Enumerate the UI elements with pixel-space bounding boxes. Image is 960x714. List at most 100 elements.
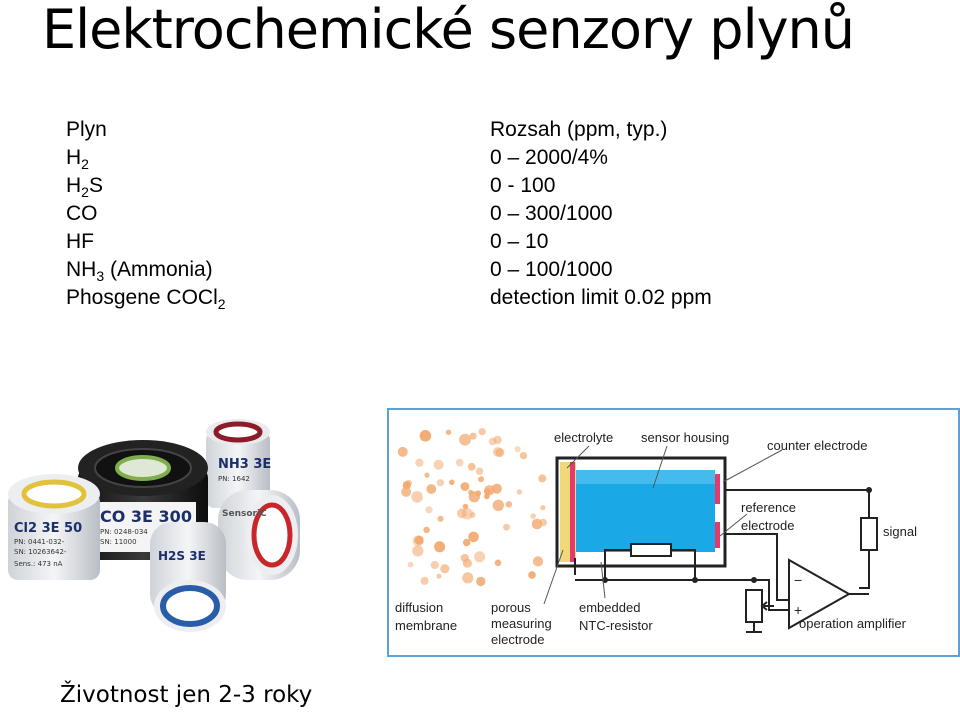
gas-molecule-dot <box>449 479 455 486</box>
gas-molecule-dot <box>528 571 536 579</box>
label-porous-line1: porous <box>491 600 531 615</box>
h2s-label: H2S 3E <box>158 549 206 563</box>
range-cell: 0 – 10 <box>490 230 549 253</box>
gas-molecule-dot <box>494 559 502 567</box>
gas-molecule-dot <box>492 499 504 511</box>
gas-molecule-dot <box>519 451 528 460</box>
cl2-pn: PN: 0441-032- <box>14 538 65 546</box>
gas-molecule-dot <box>434 541 446 553</box>
gas-molecule-dot <box>420 576 429 585</box>
label-porous-line3: electrode <box>491 632 544 647</box>
gas-molecule-dot <box>516 489 523 495</box>
gas-molecule-dot <box>462 503 469 510</box>
footer-note: Životnost jen 2-3 roky <box>60 682 313 708</box>
cl2-sn: SN: 10263642- <box>14 548 67 556</box>
gas-molecule-dot <box>478 428 486 436</box>
nh3-pn: PN: 1642 <box>218 475 250 483</box>
gas-molecule-dot <box>514 446 521 453</box>
gas-molecule-dot <box>436 573 442 579</box>
diagram-svg: − + electrolyte sensor housing counter e… <box>395 428 917 647</box>
gas-molecule-dot <box>455 458 464 467</box>
nh3-sensor: NH3 3E PN: 1642 <box>206 419 271 508</box>
range-cell: 0 – 100/1000 <box>490 258 613 281</box>
gas-molecule-dot <box>415 458 424 467</box>
gas-molecule-dot <box>414 535 424 545</box>
gas-cell: HF <box>66 230 94 253</box>
gas-molecule-dot <box>437 515 444 522</box>
gas-molecule-dot <box>468 531 479 543</box>
gas-molecule-dot <box>532 556 544 567</box>
signal-resistor <box>860 517 878 551</box>
gas-molecule-dot <box>475 467 484 475</box>
page-title: Elektrochemické senzory plynů <box>42 0 855 61</box>
gas-molecule-dot <box>411 491 423 503</box>
nh3-label: NH3 3E <box>218 457 271 472</box>
label-diffusion-line1: diffusion <box>395 600 443 615</box>
amp-minus: − <box>794 572 802 588</box>
gas-molecule-dot <box>468 491 480 503</box>
range-cell: 0 – 2000/4% <box>490 146 608 169</box>
gas-molecule-dot <box>412 545 424 557</box>
gas-molecule-dot <box>462 572 474 584</box>
gas-molecule-dot <box>402 481 411 490</box>
amp-plus: + <box>794 602 802 618</box>
label-operation-amplifier: operation amplifier <box>799 616 907 631</box>
label-signal: signal <box>883 524 917 539</box>
sensors-photo: NH3 3E PN: 1642 CO 3E 300 PN: 0248-034 S… <box>8 419 300 632</box>
ntc-resistor <box>630 543 672 557</box>
gas-cell: H2 <box>66 146 89 172</box>
gas-molecule-dot <box>461 508 474 520</box>
gas-molecule-dot <box>424 472 430 478</box>
label-reference-line2: electrode <box>741 518 794 533</box>
gas-molecule-dot <box>484 493 490 500</box>
gas-molecule-dot <box>539 518 547 527</box>
reference-electrode <box>715 522 720 548</box>
gas-molecule-dot <box>463 538 471 547</box>
gas-molecule-dot <box>531 518 543 530</box>
label-porous-line2: measuring <box>491 616 552 631</box>
gas-molecule-dot <box>436 479 444 487</box>
gas-molecule-dot <box>503 523 510 531</box>
counter-electrode <box>715 474 720 504</box>
gas-molecule-dot <box>478 476 485 483</box>
gas-molecule-dot <box>419 430 432 442</box>
label-diffusion-line2: membrane <box>395 618 457 633</box>
gas-molecule-dot <box>476 576 486 587</box>
gas-molecule-dot <box>460 482 470 491</box>
range-cell: 0 – 300/1000 <box>490 202 613 225</box>
label-embedded-line1: embedded <box>579 600 640 615</box>
gas-molecule-dot <box>433 459 444 470</box>
gas-molecules <box>397 428 547 587</box>
gas-molecule-dot <box>492 447 503 457</box>
label-electrolyte: electrolyte <box>554 430 613 445</box>
cl2-sensor: Cl2 3E 50 PN: 0441-032- SN: 10263642- Se… <box>8 474 100 580</box>
potentiometer <box>745 589 763 623</box>
gas-molecule-dot <box>459 433 471 446</box>
co-sn: SN: 11000 <box>100 538 137 546</box>
gas-molecule-dot <box>462 558 472 568</box>
gas-molecule-dot <box>421 431 428 437</box>
gas-molecule-dot <box>407 561 414 568</box>
gas-cell: NH3 (Ammonia) <box>66 258 213 284</box>
header-range: Rozsah (ppm, typ.) <box>490 118 668 141</box>
gas-molecule-dot <box>426 484 437 494</box>
gas-molecule-dot <box>397 446 408 457</box>
label-sensor-housing: sensor housing <box>641 430 729 445</box>
range-cell: detection limit 0.02 ppm <box>490 286 712 309</box>
label-counter-electrode: counter electrode <box>767 438 867 453</box>
gas-molecule-dot <box>423 526 430 534</box>
header-gas: Plyn <box>66 118 107 141</box>
gas-molecule-dot <box>474 551 486 563</box>
gas-molecule-dot <box>440 564 450 574</box>
label-embedded-line2: NTC-resistor <box>579 618 653 633</box>
gas-molecule-dot <box>538 474 547 483</box>
co-label: CO 3E 300 <box>100 507 192 526</box>
cl2-sens: Sens.: 473 nA <box>14 560 63 568</box>
gas-molecule-dot <box>540 505 546 511</box>
gas-molecule-dot <box>491 483 502 494</box>
gas-molecule-dot <box>467 462 476 471</box>
label-reference-line1: reference <box>741 500 796 515</box>
gas-molecule-dot <box>445 429 452 435</box>
sensor-diagram: − + electrolyte sensor housing counter e… <box>387 408 960 657</box>
gas-molecule-dot <box>469 432 477 440</box>
